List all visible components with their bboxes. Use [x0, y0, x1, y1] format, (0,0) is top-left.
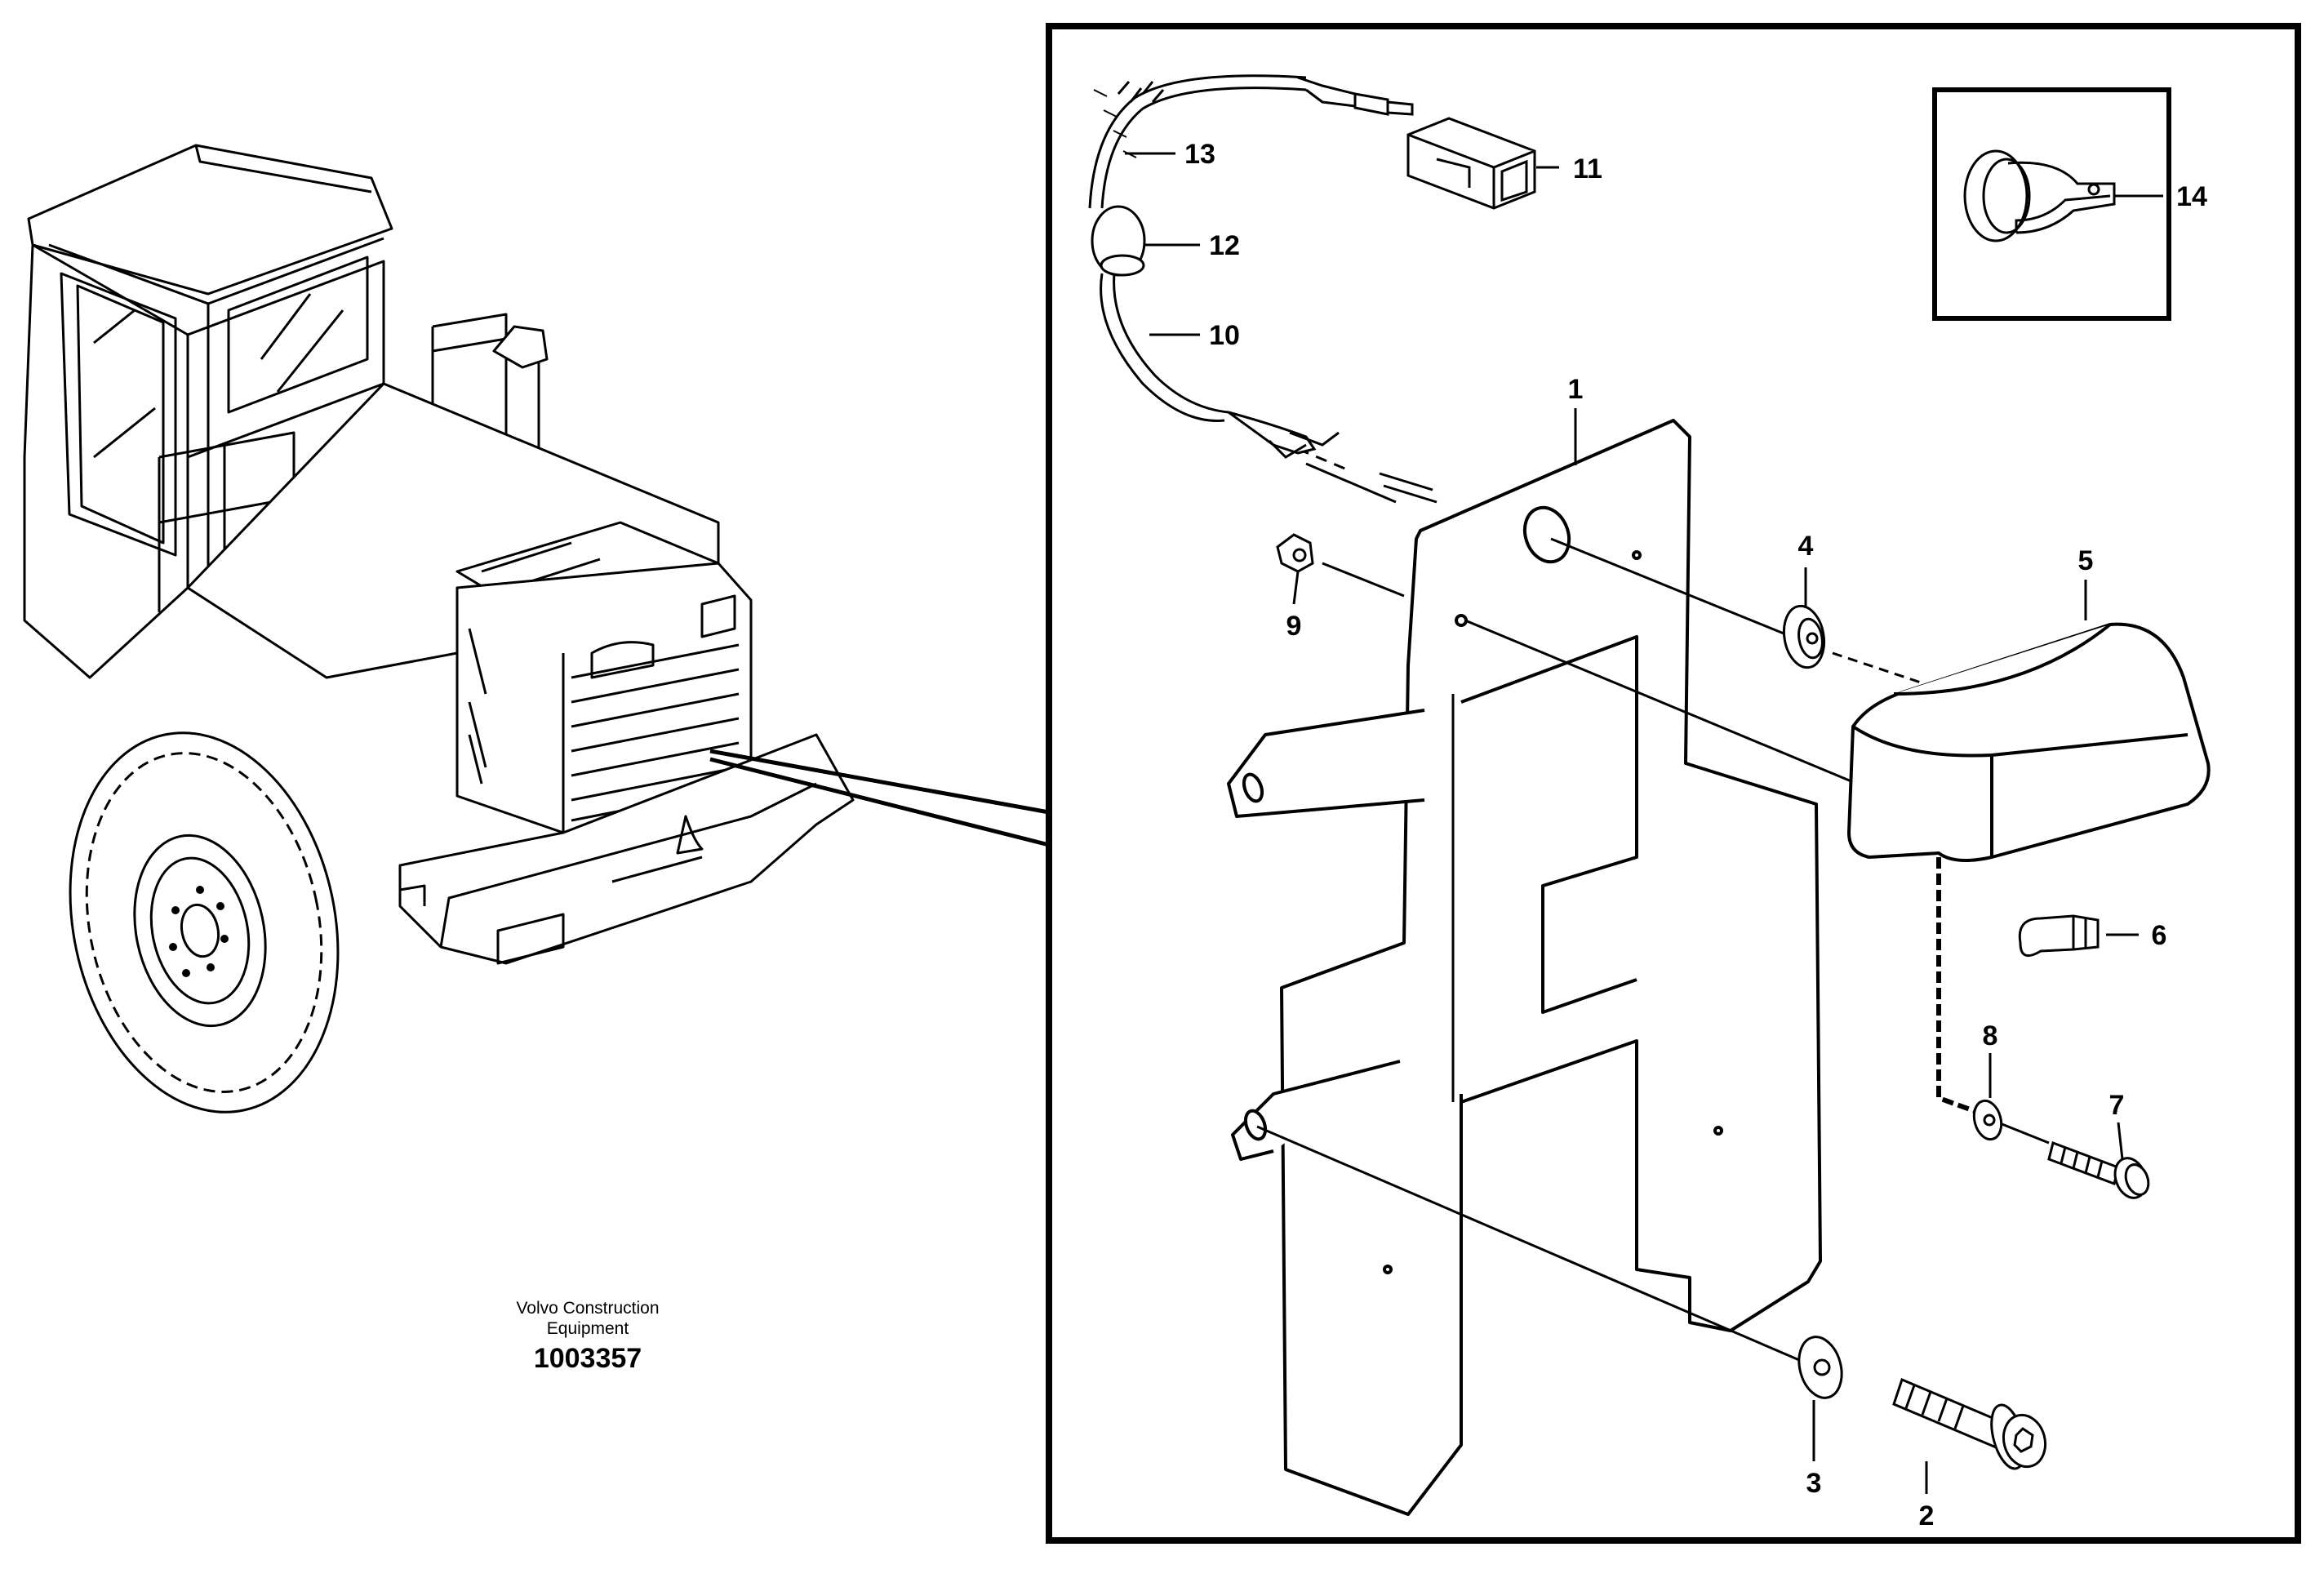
- bracket-plate: [1227, 419, 1822, 1516]
- callout-leaders: [1125, 152, 2163, 1494]
- callout-14: 14: [2176, 181, 2207, 212]
- callout-11: 11: [1573, 153, 1602, 184]
- grommet: [1782, 604, 1826, 669]
- callout-2: 2: [1919, 1500, 1935, 1531]
- callout-13: 13: [1184, 139, 1215, 170]
- callout-1: 1: [1568, 374, 1584, 405]
- callout-7: 7: [2109, 1090, 2125, 1121]
- clamp-inset: [1932, 87, 2171, 321]
- flange-screw-2: [1892, 1377, 2047, 1470]
- company-line-2: Equipment: [546, 1319, 629, 1338]
- wheel-loader-illustration: [23, 144, 1050, 1114]
- callout-3: 3: [1806, 1468, 1822, 1499]
- connector: [1406, 117, 1536, 210]
- callout-5: 5: [2078, 545, 2094, 576]
- callout-8: 8: [1983, 1020, 1998, 1051]
- bulb: [2018, 914, 2100, 958]
- screw-7: [2047, 1141, 2150, 1199]
- nut: [1276, 533, 1314, 573]
- callout-6: 6: [2152, 920, 2167, 951]
- callout-10: 10: [1209, 320, 1240, 351]
- detail-frame: [1046, 23, 2301, 1544]
- assembly-lines: [1256, 447, 2050, 1369]
- callout-4: 4: [1798, 531, 1814, 562]
- cable-harness: [1088, 74, 1414, 459]
- company-caption: Volvo Construction Equipment: [457, 1298, 718, 1339]
- callout-labels: 1 2 3 4 5 6 7 8 9 10 11 12 13 14: [1184, 139, 2207, 1531]
- drawing-number: 1003357: [533, 1343, 642, 1374]
- washer-3: [1797, 1336, 1843, 1399]
- lamp-housing: [1847, 622, 2211, 862]
- washer-8: [1972, 1099, 2003, 1141]
- company-line-1: Volvo Construction: [516, 1299, 660, 1318]
- callout-12: 12: [1209, 230, 1240, 261]
- callout-9: 9: [1286, 611, 1302, 642]
